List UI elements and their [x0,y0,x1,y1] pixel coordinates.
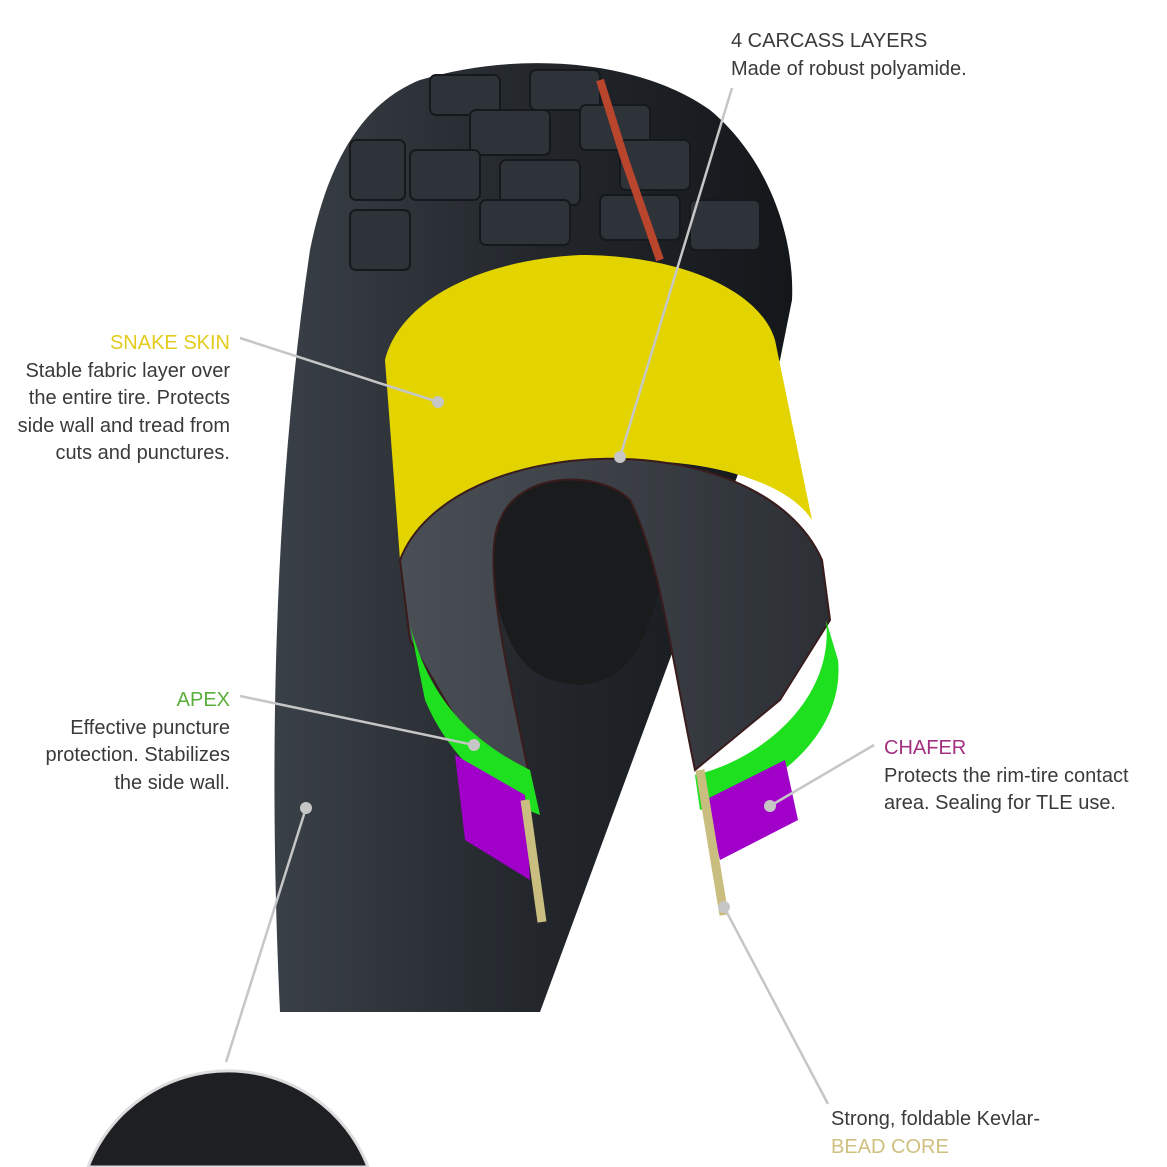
apex-line: Effective puncture [70,716,230,739]
carcass-title: 4 CARCASS LAYERS [731,30,928,52]
callout-apex: APEX Effective puncture protection. Stab… [0,687,230,797]
red-stripe [596,78,664,262]
carcass-text: Made of robust polyamide. [731,57,967,80]
snake-skin-line: cuts and punctures. [55,442,230,464]
tread-blocks [349,69,761,271]
chafer-left [455,755,530,880]
apex-title: APEX [176,689,230,711]
snake-skin-title: SNAKE SKIN [109,332,230,354]
leader-lines [224,87,875,1105]
apex-line: the side wall. [114,771,230,794]
bead-core-text: Strong, foldable Kevlar- [831,1108,1041,1130]
chafer-title: CHAFER [884,737,967,759]
apex-line: protection. Stabilizes [45,744,230,766]
detail-magnifier [86,1069,370,1167]
carcass-layer [398,457,832,782]
snake-skin-line: Stable fabric layer over [25,359,230,382]
callout-dots [300,396,776,913]
bead-core-left [520,799,547,923]
bead-core-title: BEAD CORE [831,1135,949,1158]
callout-snake-skin: SNAKE SKIN Stable fabric layer over the … [0,330,230,468]
apex-layer-left [410,625,540,815]
tire-cavity [470,470,680,685]
chafer-line: Protects the rim-tire contact [884,764,1129,787]
chafer-line: area. Sealing for TLE use. [884,792,1116,814]
snake-skin-line: the entire tire. Protects [28,387,230,409]
callout-chafer: CHAFER Protects the rim-tire contact are… [884,735,1129,818]
chafer-right [705,760,798,860]
callout-carcass: 4 CARCASS LAYERS Made of robust polyamid… [731,28,967,83]
callout-bead-core: Strong, foldable Kevlar- BEAD CORE [831,1106,1040,1161]
snake-skin-line: side wall and tread from [17,414,230,437]
bead-core-right [695,769,729,916]
